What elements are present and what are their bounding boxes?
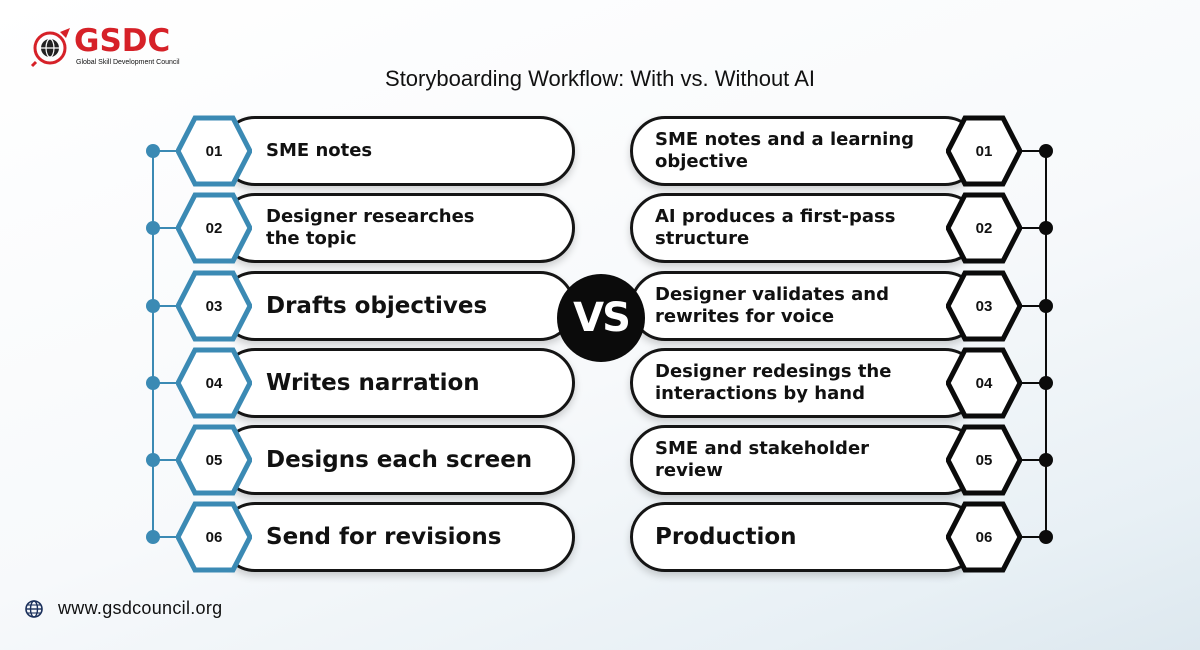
right-step-02: AI produces a first-pass structure bbox=[630, 193, 980, 263]
left-hex-04: 04 bbox=[176, 347, 252, 419]
left-node-04 bbox=[146, 376, 160, 390]
right-step-05: SME and stakeholder review bbox=[630, 425, 980, 495]
vs-label: VS bbox=[573, 295, 631, 341]
left-step-01: SME notes bbox=[220, 116, 575, 186]
left-hex-06: 06 bbox=[176, 501, 252, 573]
step-number: 04 bbox=[975, 374, 993, 392]
right-step-text: Designer validates and rewrites for voic… bbox=[655, 284, 889, 327]
right-node-02 bbox=[1039, 221, 1053, 235]
right-step-06: Production bbox=[630, 502, 980, 572]
left-hex-05: 05 bbox=[176, 424, 252, 496]
step-number: 05 bbox=[975, 451, 993, 469]
step-number: 06 bbox=[205, 528, 223, 546]
left-step-04: Writes narration bbox=[220, 348, 575, 418]
right-step-04: Designer redesings the interactions by h… bbox=[630, 348, 980, 418]
step-number: 02 bbox=[205, 219, 223, 237]
vs-badge: VS bbox=[557, 274, 645, 362]
right-hex-05: 05 bbox=[946, 424, 1022, 496]
step-number: 04 bbox=[205, 374, 223, 392]
footer: www.gsdcouncil.org bbox=[24, 598, 222, 619]
right-step-text: Production bbox=[655, 524, 797, 550]
right-node-06 bbox=[1039, 530, 1053, 544]
left-node-05 bbox=[146, 453, 160, 467]
right-step-text: AI produces a first-pass structure bbox=[655, 206, 896, 249]
step-number: 06 bbox=[975, 528, 993, 546]
left-step-03: Drafts objectives bbox=[220, 271, 575, 341]
right-step-text: Designer redesings the interactions by h… bbox=[655, 361, 892, 404]
right-step-03: Designer validates and rewrites for voic… bbox=[630, 271, 980, 341]
right-hex-04: 04 bbox=[946, 347, 1022, 419]
step-number: 01 bbox=[205, 142, 223, 160]
left-step-02: Designer researches the topic bbox=[220, 193, 575, 263]
left-step-text: Designer researches the topic bbox=[266, 206, 475, 249]
step-number: 02 bbox=[975, 219, 993, 237]
gsdc-logo: GSDC Global Skill Development Council bbox=[30, 22, 180, 72]
right-step-text: SME and stakeholder review bbox=[655, 438, 870, 481]
right-hex-02: 02 bbox=[946, 192, 1022, 264]
right-hex-06: 06 bbox=[946, 501, 1022, 573]
left-step-text: SME notes bbox=[266, 140, 373, 161]
left-step-text: Drafts objectives bbox=[266, 293, 488, 319]
left-step-06: Send for revisions bbox=[220, 502, 575, 572]
globe-icon bbox=[25, 599, 43, 618]
website-link[interactable]: www.gsdcouncil.org bbox=[58, 598, 223, 618]
right-hex-03: 03 bbox=[946, 270, 1022, 342]
logo-tagline: Global Skill Development Council bbox=[76, 59, 180, 66]
step-number: 01 bbox=[975, 142, 993, 160]
left-node-02 bbox=[146, 221, 160, 235]
left-hex-02: 02 bbox=[176, 192, 252, 264]
step-number: 03 bbox=[205, 297, 223, 315]
left-step-text: Send for revisions bbox=[266, 524, 502, 550]
right-node-04 bbox=[1039, 376, 1053, 390]
left-step-05: Designs each screen bbox=[220, 425, 575, 495]
left-node-03 bbox=[146, 299, 160, 313]
right-hex-01: 01 bbox=[946, 115, 1022, 187]
right-node-01 bbox=[1039, 144, 1053, 158]
right-step-text: SME notes and a learning objective bbox=[655, 129, 915, 172]
left-hex-01: 01 bbox=[176, 115, 252, 187]
step-number: 05 bbox=[205, 451, 223, 469]
left-node-01 bbox=[146, 144, 160, 158]
left-step-text: Designs each screen bbox=[266, 447, 533, 473]
left-node-06 bbox=[146, 530, 160, 544]
left-step-text: Writes narration bbox=[266, 370, 480, 396]
logo-wordmark: GSDC bbox=[74, 23, 171, 59]
step-number: 03 bbox=[975, 297, 993, 315]
left-hex-03: 03 bbox=[176, 270, 252, 342]
globe-logo-icon bbox=[30, 28, 70, 68]
right-node-03 bbox=[1039, 299, 1053, 313]
page-title: Storyboarding Workflow: With vs. Without… bbox=[385, 66, 815, 91]
right-node-05 bbox=[1039, 453, 1053, 467]
right-step-01: SME notes and a learning objective bbox=[630, 116, 980, 186]
